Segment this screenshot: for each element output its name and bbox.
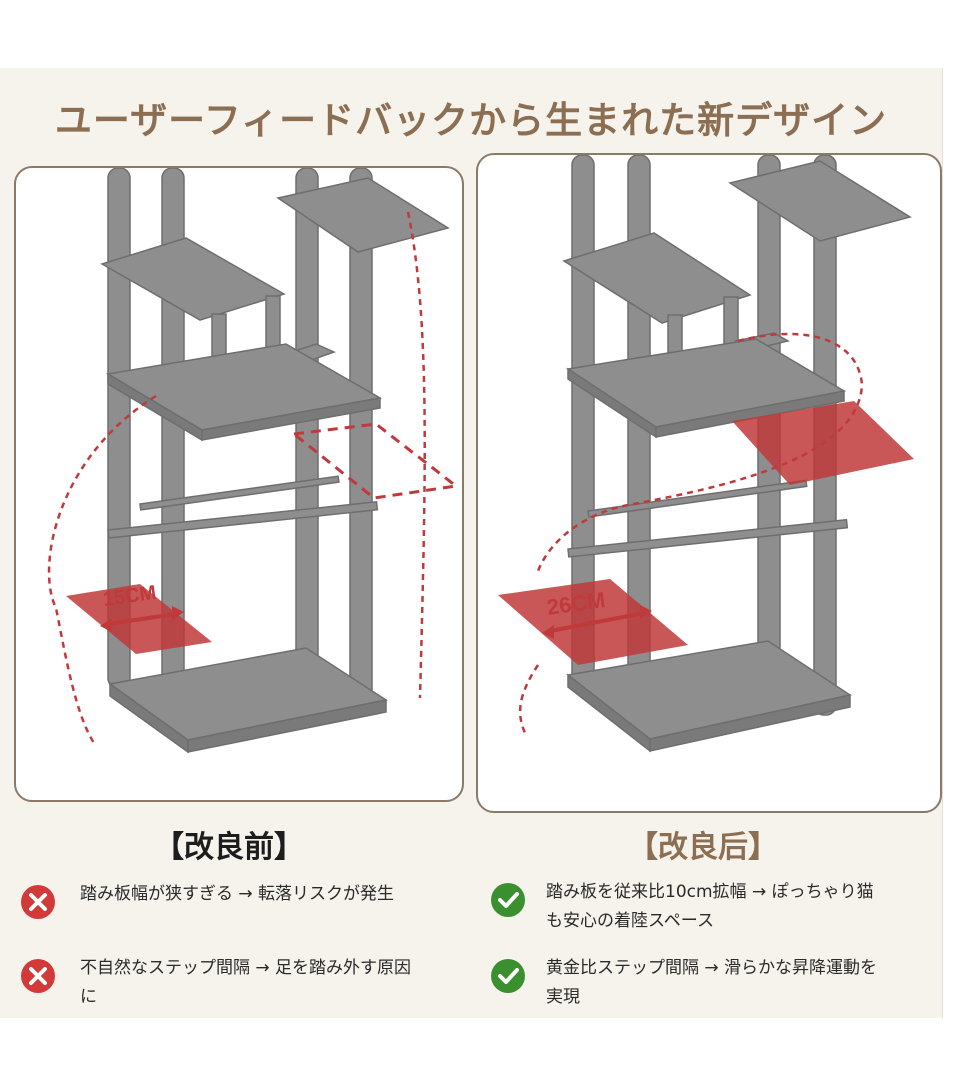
cross-icon: [21, 885, 55, 919]
cat-tree-after-illustration: 26CM: [498, 155, 914, 753]
after-section-title: 【改良后】: [628, 830, 778, 865]
before-item-1-text: 踏み板幅が狭すぎる → 転落リスクが発生: [80, 884, 395, 904]
cat-tree-before-illustration: 15CM: [47, 168, 460, 754]
after-image-panel: 26CM: [476, 153, 942, 813]
before-image-panel: 15CM: [14, 166, 464, 802]
before-item-2-text: 不自然なステップ間隔 → 足を踏み外す原因に: [80, 958, 412, 1007]
check-icon: [491, 883, 525, 917]
page-title: ユーザーフィードバックから生まれた新デザイン: [54, 99, 888, 142]
before-section-title: 【改良前】: [154, 830, 304, 865]
check-icon: [491, 959, 525, 993]
cross-icon: [21, 959, 55, 993]
after-item-2-text: 黄金比ステップ間隔 → 滑らかな昇降運動を実現: [546, 958, 878, 1007]
after-item-1-text: 踏み板を従来比10cm拡幅 → ぽっちゃり猫も安心の着陸スペース: [546, 882, 874, 931]
divider: [942, 68, 943, 1018]
